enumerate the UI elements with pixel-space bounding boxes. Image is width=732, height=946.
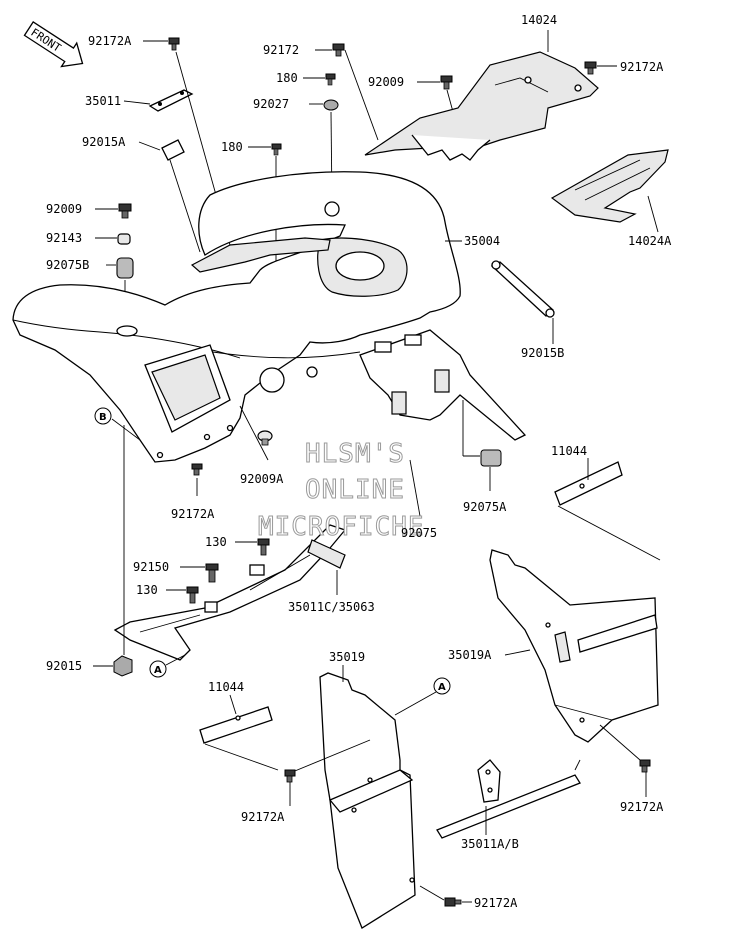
watermark-line-1: HLSM'S	[305, 439, 405, 469]
callout-a-center: A	[433, 677, 451, 695]
mudflap-35019-icon	[319, 672, 416, 929]
label-92172a-flap-left: 92172A	[241, 810, 285, 824]
front-arrow-icon: FRONT	[23, 21, 84, 68]
watermark-line-2: ONLINE	[305, 475, 405, 505]
label-92009-top: 92009	[368, 75, 404, 89]
watermark-line-3: MICROFICHE	[258, 512, 425, 542]
callout-b-upper: B	[94, 407, 112, 425]
label-14024: 14024	[521, 13, 557, 27]
label-180-top: 180	[276, 71, 298, 85]
callout-b-upper-label: B	[99, 412, 107, 423]
clip-92015a-icon	[161, 139, 185, 161]
label-92015a: 92015A	[82, 135, 126, 149]
label-35011ab: 35011A/B	[461, 837, 519, 851]
cover-14024-icon	[364, 51, 599, 161]
screw-180-mid-icon	[271, 143, 282, 156]
label-92172-top: 92172	[263, 43, 299, 57]
label-35019: 35019	[329, 650, 365, 664]
label-35011c-35063: 35011C/35063	[288, 600, 375, 614]
label-92143: 92143	[46, 231, 82, 245]
bracket-35011ab-icon	[436, 759, 581, 839]
label-92075: 92075	[401, 526, 437, 540]
bolt-92172a-flap-left-icon	[284, 769, 296, 783]
screw-180-top-icon	[325, 73, 336, 86]
bolt-130-top-icon	[257, 538, 270, 556]
bolt-92150-icon	[205, 563, 219, 583]
bracket-35011-icon	[148, 89, 194, 112]
bolt-92009-top-icon	[440, 75, 453, 90]
bolt-92172-top-icon	[332, 43, 345, 57]
label-130-top: 130	[205, 535, 227, 549]
grommet-92027-icon	[323, 99, 339, 111]
rear-fender-35004-icon	[12, 171, 527, 463]
label-92015: 92015	[46, 659, 82, 673]
bolt-130-bottom-icon	[186, 586, 199, 604]
callout-a-center-label: A	[438, 682, 446, 693]
label-180-mid: 180	[221, 140, 243, 154]
bracket-14024a-icon	[550, 149, 669, 223]
label-35011: 35011	[85, 94, 121, 108]
label-11044-right: 11044	[551, 444, 587, 458]
callout-a-left: A	[149, 660, 167, 678]
bolt-92009a-icon	[257, 430, 273, 446]
label-92009a: 92009A	[240, 472, 284, 486]
label-92172a-left-fender: 92172A	[171, 507, 215, 521]
plate-11044-right-icon	[554, 461, 623, 506]
label-14024a: 14024A	[628, 234, 672, 248]
collar-92143-icon	[117, 233, 131, 245]
frame-35011c-icon	[113, 524, 347, 661]
label-130-bottom: 130	[136, 583, 158, 597]
bolt-92172a-flap-right-icon	[639, 759, 651, 773]
grommet-92075a-icon	[480, 449, 502, 467]
bolt-92009-left-icon	[118, 203, 132, 219]
bolt-92172a-top-left-icon	[168, 37, 180, 51]
label-92150: 92150	[133, 560, 169, 574]
grommet-92075b-icon	[116, 257, 134, 279]
label-92172a-flap-right: 92172A	[620, 800, 664, 814]
bolt-92172a-left-fender-icon	[191, 463, 203, 476]
label-92009-left: 92009	[46, 202, 82, 216]
bolt-92172a-bottom-icon	[444, 897, 462, 907]
strap-92015b-icon	[490, 260, 555, 318]
label-92172a-top-right: 92172A	[620, 60, 664, 74]
label-92172a-bottom: 92172A	[474, 896, 518, 910]
plate-11044-left-icon	[199, 706, 273, 744]
label-92015b: 92015B	[521, 346, 564, 360]
label-35019a: 35019A	[448, 648, 492, 662]
label-35004: 35004	[464, 234, 500, 248]
label-92075a: 92075A	[463, 500, 507, 514]
mudflap-35019a-icon	[489, 549, 659, 743]
label-11044-left: 11044	[208, 680, 244, 694]
label-92075b: 92075B	[46, 258, 89, 272]
nut-92015-icon	[113, 655, 133, 677]
label-92172a-top-left: 92172A	[88, 34, 132, 48]
bolt-92172a-top-right-icon	[584, 61, 597, 75]
callout-a-left-label: A	[154, 665, 162, 676]
label-92027: 92027	[253, 97, 289, 111]
